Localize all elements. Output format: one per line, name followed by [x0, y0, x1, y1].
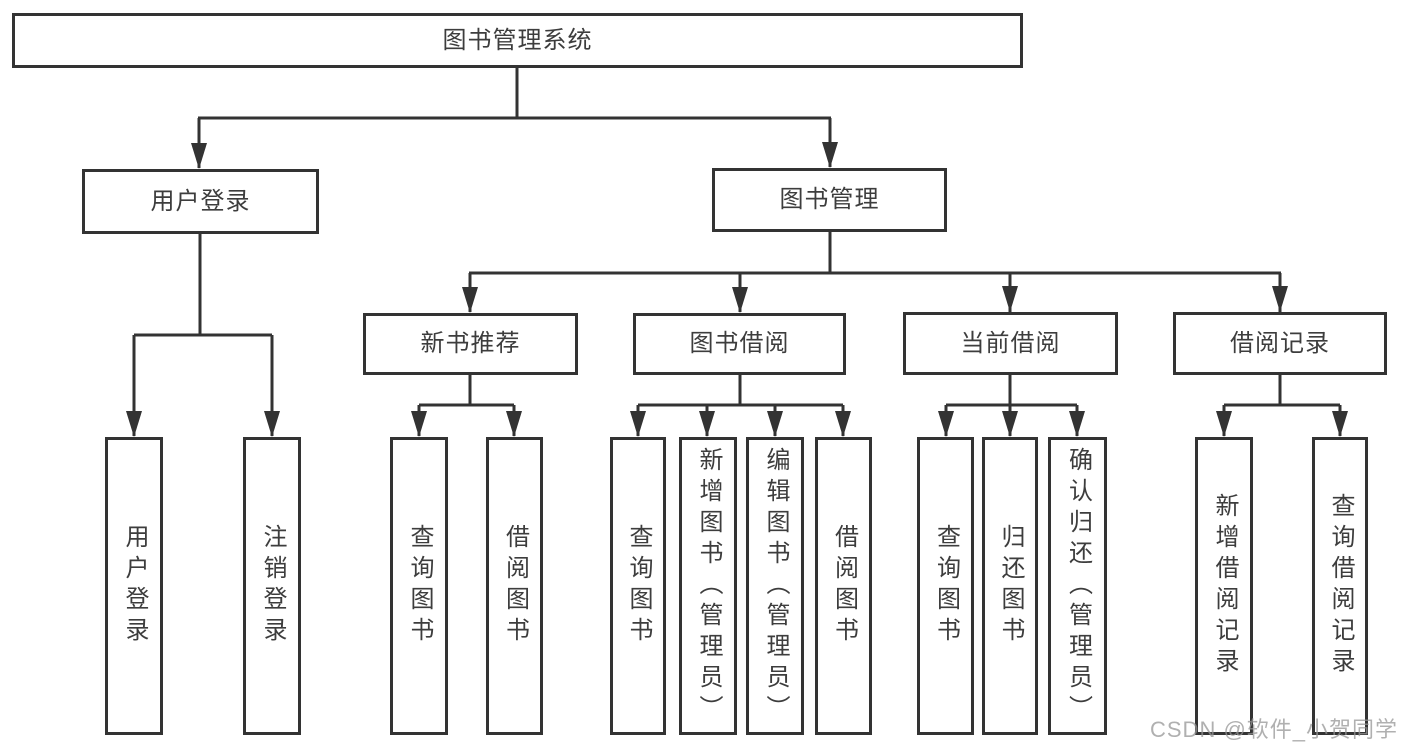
node-new-book-recommend-label: 新书推荐 — [420, 330, 521, 357]
leaf-query-books-current-label: 查询图书 — [932, 524, 960, 648]
leaf-user-login: 用户登录 — [105, 437, 163, 735]
node-user-login-label: 用户登录 — [150, 187, 251, 215]
leaf-confirm-return-admin: 确认归还（管理员） — [1048, 437, 1107, 735]
leaf-query-books-recommend: 查询图书 — [390, 437, 448, 735]
leaf-add-book-admin-label: 新增图书（管理员） — [695, 446, 722, 726]
node-book-management: 图书管理 — [712, 168, 947, 232]
leaf-edit-book-admin-label: 编辑图书（管理员） — [762, 446, 789, 726]
leaf-confirm-return-admin-label: 确认归还（管理员） — [1064, 446, 1092, 726]
leaf-borrow-books-recommend: 借阅图书 — [486, 437, 543, 735]
node-current-borrow: 当前借阅 — [903, 312, 1118, 375]
leaf-add-borrow-record: 新增借阅记录 — [1195, 437, 1253, 735]
leaf-query-books-current: 查询图书 — [917, 437, 974, 735]
leaf-borrow-books-recommend-label: 借阅图书 — [501, 524, 529, 648]
leaf-borrow-books-label: 借阅图书 — [830, 524, 858, 648]
node-user-login: 用户登录 — [82, 169, 319, 234]
leaf-query-borrow-record-label: 查询借阅记录 — [1327, 493, 1354, 679]
leaf-query-books-borrow-label: 查询图书 — [625, 524, 652, 648]
leaf-logout: 注销登录 — [243, 437, 301, 735]
leaf-return-book: 归还图书 — [982, 437, 1038, 735]
leaf-add-book-admin: 新增图书（管理员） — [679, 437, 737, 735]
node-book-borrow-label: 图书借阅 — [689, 330, 790, 357]
node-root: 图书管理系统 — [12, 13, 1023, 68]
node-borrow-records: 借阅记录 — [1173, 312, 1387, 375]
leaf-user-login-label: 用户登录 — [121, 524, 148, 648]
leaf-query-books-borrow: 查询图书 — [610, 437, 666, 735]
node-new-book-recommend: 新书推荐 — [363, 313, 578, 375]
arrowheads — [126, 142, 1348, 437]
watermark: CSDN @软件_小贺同学 — [1150, 717, 1399, 742]
node-book-management-label: 图书管理 — [779, 186, 880, 213]
leaf-logout-label: 注销登录 — [259, 524, 286, 648]
leaf-add-borrow-record-label: 新增借阅记录 — [1211, 493, 1238, 679]
leaf-query-borrow-record: 查询借阅记录 — [1312, 437, 1368, 735]
node-book-borrow: 图书借阅 — [633, 313, 846, 375]
leaf-edit-book-admin: 编辑图书（管理员） — [746, 437, 804, 735]
node-current-borrow-label: 当前借阅 — [960, 329, 1061, 357]
leaf-borrow-books: 借阅图书 — [815, 437, 872, 735]
leaf-query-books-recommend-label: 查询图书 — [406, 524, 433, 648]
node-borrow-records-label: 借阅记录 — [1230, 329, 1330, 357]
node-root-label: 图书管理系统 — [442, 26, 593, 54]
leaf-return-book-label: 归还图书 — [997, 524, 1024, 648]
